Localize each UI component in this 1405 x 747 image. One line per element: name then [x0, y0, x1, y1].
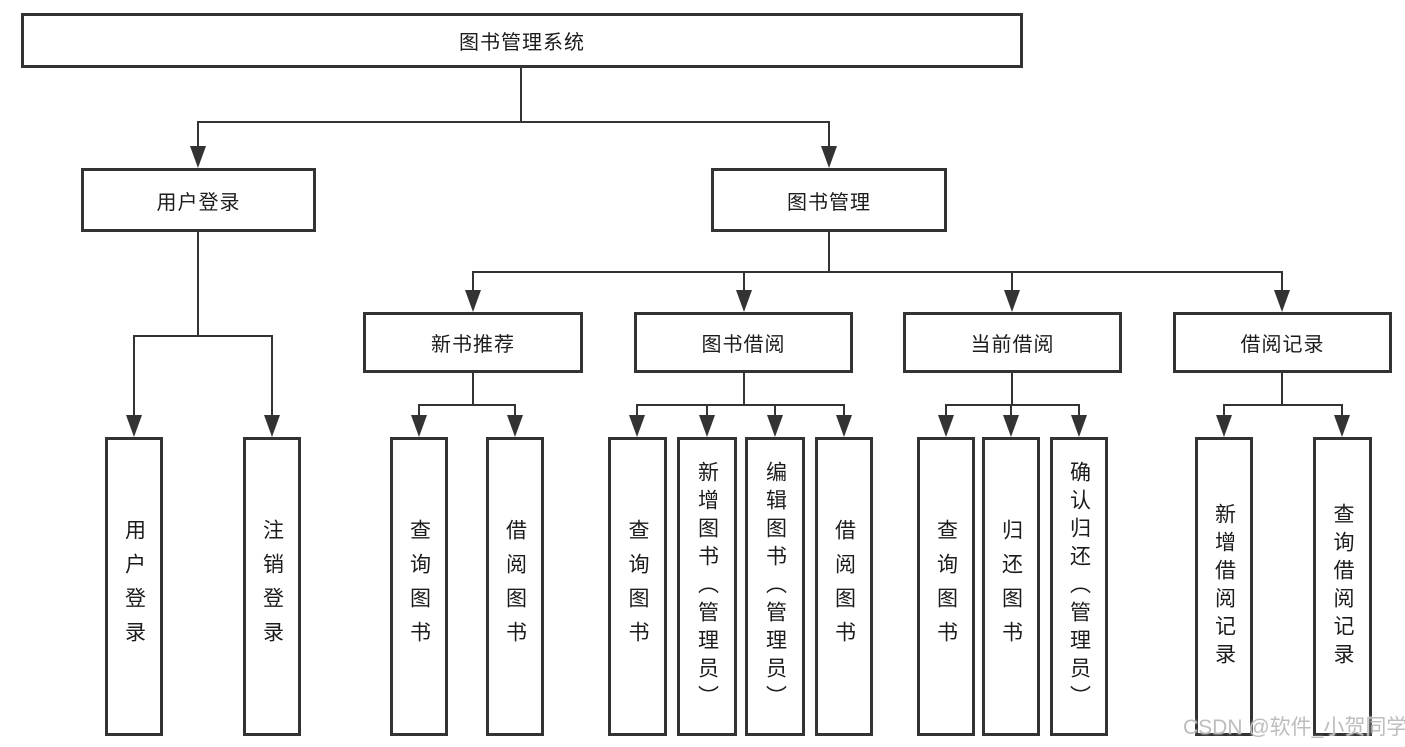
- leaf-records-query-record: 查询借阅记录: [1313, 437, 1372, 736]
- arrow-down-icon: [126, 415, 142, 437]
- leaf-rec-borrow-books-label: 借阅图书: [503, 518, 527, 655]
- arrow-down-icon: [411, 415, 427, 437]
- connector-bookmgmt-drop-2: [743, 272, 745, 300]
- arrow-down-icon: [465, 290, 481, 312]
- leaf-current-return-books: 归还图书: [982, 437, 1040, 736]
- arrow-down-icon: [1071, 415, 1087, 437]
- leaf-current-query-books-label: 查询图书: [934, 518, 958, 655]
- arrow-down-icon: [1334, 415, 1350, 437]
- node-book-management-system-label: 图书管理系统: [459, 32, 585, 54]
- node-book-borrow: 图书借阅: [634, 312, 853, 373]
- arrow-down-icon: [1004, 290, 1020, 312]
- leaf-borrow-edit-books: 编辑图书（管理员）: [745, 437, 805, 736]
- leaf-borrow-query-books: 查询图书: [608, 437, 667, 736]
- leaf-borrow-edit-books-label: 编辑图书（管理员）: [763, 460, 787, 713]
- node-current-borrow: 当前借阅: [903, 312, 1122, 373]
- node-book-mgmt: 图书管理: [711, 168, 947, 232]
- connector-rec-stub: [472, 373, 474, 405]
- arrow-down-icon: [1216, 415, 1232, 437]
- connector-records-stub: [1281, 373, 1283, 405]
- connector-userlogin-stub: [197, 232, 199, 336]
- arrow-down-icon: [507, 415, 523, 437]
- arrow-down-icon: [836, 415, 852, 437]
- connector-userlogin-rail: [133, 335, 273, 337]
- connector-bookmgmt-rail: [472, 271, 1283, 273]
- arrow-down-icon: [767, 415, 783, 437]
- connector-current-stub: [1011, 373, 1013, 405]
- arrow-down-icon: [629, 415, 645, 437]
- connector-root-drop-left: [197, 122, 199, 158]
- leaf-logout-action-label: 注销登录: [260, 518, 284, 655]
- arrow-down-icon: [736, 290, 752, 312]
- arrow-down-icon: [1003, 415, 1019, 437]
- csdn-watermark: CSDN @软件_小贺同学: [1183, 716, 1405, 739]
- leaf-current-query-books: 查询图书: [917, 437, 975, 736]
- connector-current-rail: [945, 404, 1080, 406]
- leaf-logout-action: 注销登录: [243, 437, 301, 736]
- leaf-rec-query-books-label: 查询图书: [407, 518, 431, 655]
- node-current-borrow-label: 当前借阅: [970, 334, 1055, 356]
- node-new-book-rec: 新书推荐: [363, 312, 583, 373]
- leaf-records-add-record: 新增借阅记录: [1195, 437, 1253, 736]
- node-book-mgmt-label: 图书管理: [787, 191, 871, 214]
- leaf-user-login-action: 用户登录: [105, 437, 163, 736]
- node-new-book-rec-label: 新书推荐: [431, 334, 515, 356]
- leaf-records-query-record-label: 查询借阅记录: [1331, 502, 1354, 671]
- connector-rec-rail: [418, 404, 516, 406]
- connector-borrow-rail: [636, 404, 845, 406]
- leaf-borrow-borrow-books-label: 借阅图书: [832, 518, 856, 655]
- connector-root-drop-right: [828, 122, 830, 158]
- leaf-current-return-books-label: 归还图书: [999, 518, 1023, 655]
- connector-bookmgmt-stub: [828, 232, 830, 272]
- connector-borrow-stub: [743, 373, 745, 405]
- arrow-down-icon: [821, 146, 837, 168]
- arrow-down-icon: [264, 415, 280, 437]
- node-book-management-system: 图书管理系统: [21, 13, 1023, 68]
- connector-root-rail: [197, 121, 830, 123]
- leaf-user-login-action-label: 用户登录: [122, 518, 146, 655]
- connector-bookmgmt-drop-1: [472, 272, 474, 300]
- leaf-current-confirm-return: 确认归还（管理员）: [1050, 437, 1108, 736]
- node-borrow-records-label: 借阅记录: [1240, 334, 1325, 356]
- node-user-login-label: 用户登录: [156, 191, 241, 214]
- connector-bookmgmt-drop-3: [1011, 272, 1013, 300]
- leaf-borrow-borrow-books: 借阅图书: [815, 437, 873, 736]
- leaf-rec-query-books: 查询图书: [390, 437, 448, 736]
- arrow-down-icon: [699, 415, 715, 437]
- connector-root-stub: [520, 68, 522, 122]
- leaf-borrow-add-books-label: 新增图书（管理员）: [695, 460, 719, 713]
- arrow-down-icon: [190, 146, 206, 168]
- connector-userlogin-drop-1: [133, 336, 135, 426]
- connector-userlogin-drop-2: [271, 336, 273, 426]
- node-book-borrow-label: 图书借阅: [701, 334, 786, 356]
- arrow-down-icon: [1274, 290, 1290, 312]
- leaf-current-confirm-return-label: 确认归还（管理员）: [1067, 460, 1091, 713]
- leaf-rec-borrow-books: 借阅图书: [486, 437, 544, 736]
- arrow-down-icon: [938, 415, 954, 437]
- leaf-borrow-query-books-label: 查询图书: [626, 518, 649, 655]
- connector-bookmgmt-drop-4: [1281, 272, 1283, 300]
- leaf-borrow-add-books: 新增图书（管理员）: [677, 437, 737, 736]
- node-borrow-records: 借阅记录: [1173, 312, 1392, 373]
- leaf-records-add-record-label: 新增借阅记录: [1212, 502, 1236, 671]
- connector-records-rail: [1223, 404, 1343, 406]
- node-user-login: 用户登录: [81, 168, 316, 232]
